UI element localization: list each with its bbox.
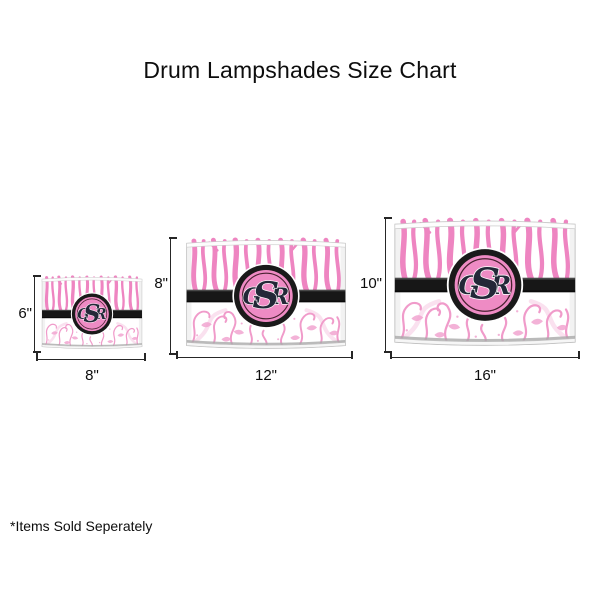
height-dimension-line-large (384, 217, 394, 353)
height-label-small: 6" (18, 305, 32, 322)
width-dimension-line-medium (176, 349, 353, 359)
items-sold-separately-note: *Items Sold Seperately (10, 518, 153, 534)
width-label-large: 16" (473, 367, 496, 384)
height-dimension-line-medium (169, 237, 179, 355)
width-dimension-line-small (36, 351, 146, 361)
lampshade-small (41, 275, 143, 353)
height-label-medium: 8" (154, 275, 168, 292)
lampshade-large (393, 217, 577, 353)
width-dimension-line-large (390, 349, 580, 359)
lampshade-large-art (393, 217, 577, 353)
lampshade-medium-art (185, 237, 347, 355)
lampshade-medium (185, 237, 347, 355)
width-label-medium: 12" (254, 367, 277, 384)
lampshade-small-art (41, 275, 143, 353)
height-dimension-line-small (33, 275, 43, 353)
height-label-large: 10" (359, 275, 382, 292)
page-title: Drum Lampshades Size Chart (143, 57, 457, 83)
width-label-small: 8" (85, 367, 99, 384)
